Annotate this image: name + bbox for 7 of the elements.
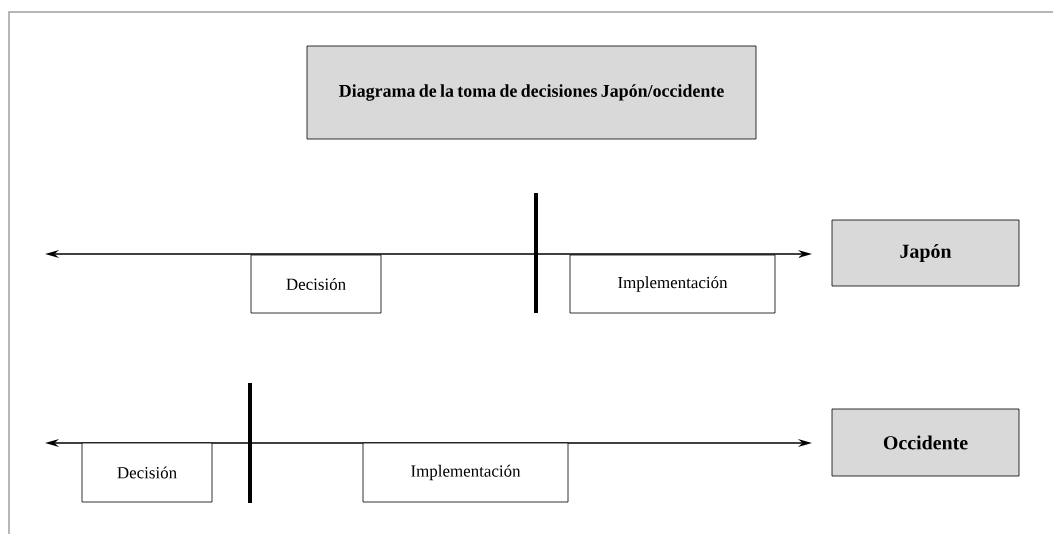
- phase-box: Decisión: [250, 254, 382, 314]
- phase-box: Implementación: [362, 442, 569, 503]
- region-box: Japón: [831, 219, 1020, 287]
- phase-box: Decisión: [81, 442, 213, 503]
- region-box: Occidente: [831, 408, 1020, 477]
- phase-box: Implementación: [569, 254, 776, 314]
- title-box: Diagrama de la toma de decisiones Japón/occidente: [306, 45, 757, 140]
